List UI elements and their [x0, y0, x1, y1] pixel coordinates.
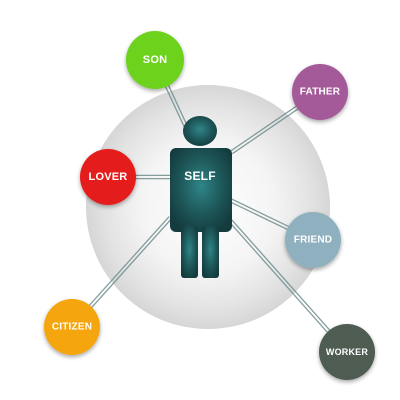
person-right-leg: [202, 226, 219, 278]
node-father: FATHER: [292, 64, 348, 120]
node-worker-circle: [319, 324, 375, 380]
node-lover-label: LOVER: [89, 171, 128, 183]
node-lover-circle: [80, 149, 136, 205]
person-head: [183, 116, 217, 146]
node-worker: WORKER: [319, 324, 375, 380]
connector-worker-b: [228, 216, 349, 352]
connector-worker-a: [226, 218, 347, 354]
node-friend-circle: [285, 212, 341, 268]
role-nodes: SON FATHER LOVER FRIEND CITIZEN WORKER: [44, 31, 375, 380]
node-son-label: SON: [143, 54, 167, 66]
node-citizen-circle: [44, 299, 100, 355]
node-father-circle: [292, 64, 348, 120]
center-label: SELF: [184, 169, 215, 183]
node-son: SON: [126, 31, 184, 89]
node-worker-label: WORKER: [326, 347, 368, 357]
person-torso: [170, 148, 232, 232]
node-lover: LOVER: [80, 149, 136, 205]
node-son-circle: [126, 31, 184, 89]
node-friend-label: FRIEND: [294, 235, 332, 246]
node-friend: FRIEND: [285, 212, 341, 268]
node-father-label: FATHER: [300, 87, 341, 98]
node-citizen: CITIZEN: [44, 299, 100, 355]
self-figure: SELF: [170, 116, 232, 278]
person-left-leg: [181, 226, 198, 278]
node-citizen-label: CITIZEN: [52, 322, 92, 333]
